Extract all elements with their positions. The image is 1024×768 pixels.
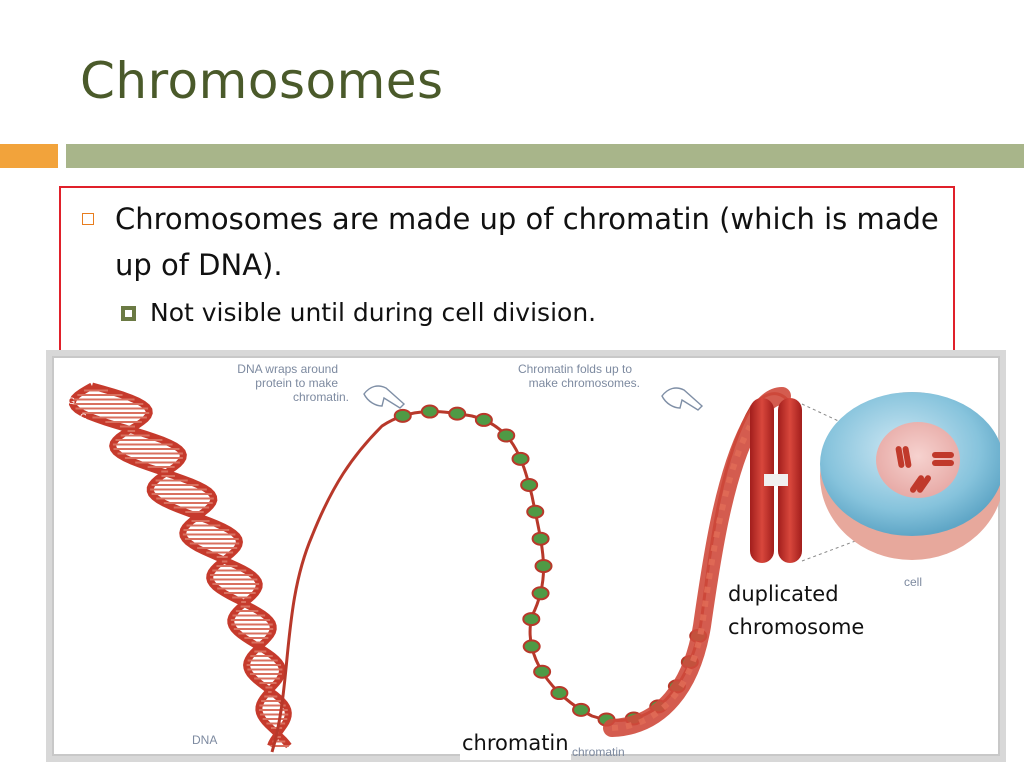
nucleosome-bead (448, 406, 467, 421)
nucleosome-bead (531, 531, 550, 546)
nucleosome-bead (511, 451, 530, 466)
bullet-sub: Not visible until during cell division. (121, 298, 596, 327)
nucleosome-bead (550, 686, 569, 701)
nucleosome-bead (393, 408, 412, 423)
nucleosome-bead (474, 412, 493, 427)
slide-title: Chromosomes (80, 52, 444, 110)
nucleosome-bead (526, 504, 545, 519)
nucleosome-bead (533, 664, 552, 679)
bullet-main-text: Chromosomes are made up of chromatin (wh… (115, 202, 939, 282)
duplicated-label-line-1: duplicated (728, 582, 839, 606)
accent-bar-green (66, 144, 1024, 168)
callout-fold-line-1: Chromatin folds up to (518, 362, 632, 376)
bullet-main: Chromosomes are made up of chromatin (wh… (82, 196, 975, 288)
base-letter-t: T (98, 444, 104, 454)
callout-wrap-line-1: DNA wraps around (237, 362, 338, 376)
duplicated-chromosome (750, 398, 802, 563)
cell-illustration (820, 392, 1000, 560)
pointing-hand-icon (363, 385, 406, 409)
nucleosome-bead (522, 639, 541, 654)
dna-to-chromosome-figure: DNA wraps around protein to make chromat… (52, 356, 1000, 756)
dna-helix (68, 382, 292, 749)
duplicated-label-line-2: chromosome (728, 615, 865, 639)
duplicated-chromosome-label: duplicated chromosome (728, 578, 865, 644)
nucleosome-bead (520, 477, 539, 492)
nucleosome-bead (497, 428, 516, 443)
cell-label: cell (904, 575, 922, 589)
dna-label: DNA (192, 733, 217, 747)
accent-bar-orange (0, 144, 58, 168)
callout-wrap-line-3: chromatin. (293, 390, 349, 404)
nucleosome-bead (534, 559, 553, 574)
square-bullet-icon (121, 306, 136, 321)
nucleosome-beads (393, 404, 708, 727)
nucleosome-bead (531, 586, 550, 601)
base-letter-c: C (80, 412, 87, 422)
callout-fold-line-2: make chromosomes. (529, 376, 640, 390)
helix-backbone (91, 382, 292, 749)
bullet-sub-text: Not visible until during cell division. (150, 298, 597, 327)
helix-backbone (68, 382, 292, 748)
hollow-square-bullet-icon (82, 213, 94, 225)
nucleosome-bead (572, 702, 591, 717)
fiber-texture (611, 424, 753, 731)
pointing-hand-icon (661, 387, 704, 411)
base-letter-g: G (68, 396, 75, 406)
figure-illustration: DNA wraps around protein to make chromat… (68, 362, 1000, 756)
nucleosome-bead (522, 612, 541, 627)
callout-wrap-line-2: protein to make (255, 376, 338, 390)
bullet-textbox[interactable] (59, 186, 955, 356)
nucleosome-bead (420, 404, 439, 419)
chromatin-small-label: chromatin (572, 745, 625, 756)
base-letter-a: A (92, 428, 98, 438)
chromatin-overlay-label: chromatin (460, 727, 571, 760)
